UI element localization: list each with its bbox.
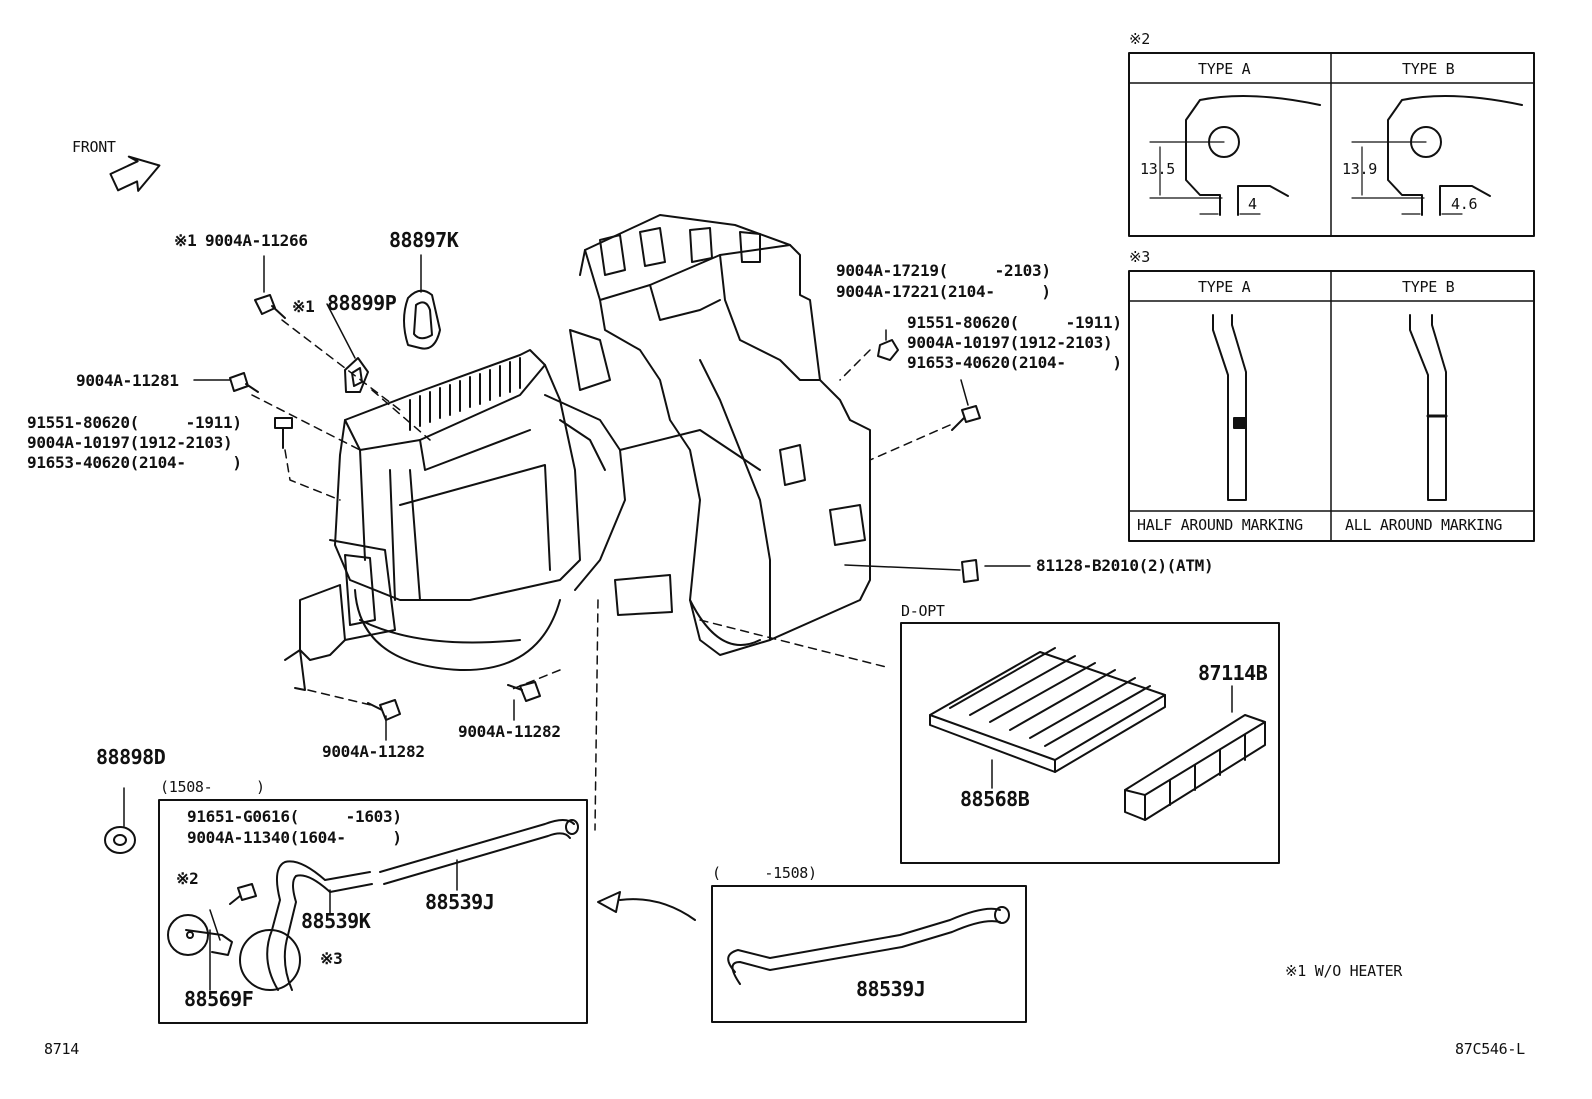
hose-88539j-old (727, 906, 1010, 985)
figure-id: 87C546-L (1455, 1040, 1525, 1058)
footnote: ※1 W/O HEATER (1285, 962, 1403, 980)
screw-icon (951, 405, 981, 431)
screw-icon (274, 417, 293, 449)
part-9004a-10197-r: 9004A-10197(1912-2103) (907, 333, 1113, 352)
all-around-marking-caption: ALL AROUND MARKING (1345, 516, 1503, 534)
grommet-88898d-icon (104, 826, 136, 854)
hose-88539j-new (379, 819, 579, 885)
callout-mark-2: ※2 (176, 869, 199, 888)
callout-mark: ※1 (292, 297, 315, 316)
hose-88539k (266, 860, 373, 991)
front-label: FRONT (72, 138, 116, 156)
part-88899p: 88899P (327, 291, 397, 315)
dopt-box (900, 622, 1280, 864)
part-9004a-17219: 9004A-17219( -2103) (836, 261, 1051, 280)
part-9004a-11340: 9004A-11340(1604- ) (187, 828, 402, 847)
part-91551-80620-r: 91551-80620( -1911) (907, 313, 1122, 332)
screw-icon (229, 883, 257, 905)
hose-type-b-detail (1409, 314, 1448, 501)
front-arrow-icon (109, 155, 161, 192)
hose-new-period: (1508- ) (160, 778, 265, 796)
part-87114b: 87114B (1198, 661, 1268, 685)
part-9004a-11282-left: 9004A-11282 (322, 742, 425, 761)
part-88897k: 88897K (389, 228, 459, 252)
part-88539j-old: 88539J (856, 977, 926, 1001)
clamp-88569f-icon (167, 914, 233, 956)
hose-box-new (158, 799, 588, 1024)
transfer-arrow-icon (597, 891, 696, 921)
part-9004a-11266: 9004A-11266 (205, 231, 308, 250)
part-9004a-17221: 9004A-17221(2104- ) (836, 282, 1051, 301)
part-9004a-11281: 9004A-11281 (76, 371, 179, 390)
type-box-3-type-b: TYPE B (1402, 278, 1455, 296)
part-91653-40620-r: 91653-40620(2104- ) (907, 353, 1122, 372)
seal-88899p-icon (344, 357, 369, 393)
type-b-dim-height: 13.9 (1342, 160, 1377, 178)
type-b-detail (1351, 95, 1523, 216)
part-88539j-new: 88539J (425, 890, 495, 914)
part-88539k: 88539K (301, 909, 371, 933)
nut-icon (877, 339, 899, 361)
part-88898d: 88898D (96, 745, 166, 769)
screw-icon (254, 294, 286, 319)
part-91653-40620: 91653-40620(2104- ) (27, 453, 242, 472)
screw-icon (367, 699, 401, 721)
type-box-3-mark: ※3 (1129, 248, 1150, 266)
dopt-title: D-OPT (901, 602, 945, 620)
filter-cover-87114b-icon (1124, 714, 1266, 821)
part-91551-80620: 91551-80620( -1911) (27, 413, 242, 432)
part-9004a-10197: 9004A-10197(1912-2103) (27, 433, 233, 452)
callout-mark-3: ※3 (320, 949, 343, 968)
marking-detail-circle (239, 929, 301, 991)
seal-88897k-icon (403, 289, 441, 350)
clip-icon (961, 559, 979, 583)
type-box-2-type-b: TYPE B (1402, 60, 1455, 78)
type-a-dim-height: 13.5 (1140, 160, 1175, 178)
half-around-marking-caption: HALF AROUND MARKING (1137, 516, 1303, 534)
part-91651-g0616: 91651-G0616( -1603) (187, 807, 402, 826)
part-81128-b2010: 81128-B2010(2)(ATM) (1036, 556, 1214, 575)
cabin-filter-88568b-icon (929, 647, 1166, 773)
type-box-2-mark: ※2 (1129, 30, 1150, 48)
type-box-2-type-a: TYPE A (1198, 60, 1251, 78)
hose-type-a-detail (1212, 314, 1247, 501)
type-a-dim-width: 4 (1248, 195, 1257, 213)
type-a-detail (1149, 95, 1321, 216)
page-reference: 8714 (44, 1040, 79, 1058)
type-b-dim-width: 4.6 (1451, 195, 1478, 213)
hose-old-period: ( -1508) (712, 864, 817, 882)
part-88569f: 88569F (184, 987, 254, 1011)
part-88568b: 88568B (960, 787, 1030, 811)
screw-icon (229, 372, 259, 393)
hvac-unit-drawing (284, 214, 871, 691)
screw-icon (507, 681, 541, 702)
callout-mark: ※1 (174, 231, 197, 250)
type-box-3-type-a: TYPE A (1198, 278, 1251, 296)
hose-box-old (711, 885, 1027, 1023)
part-9004a-11282-right: 9004A-11282 (458, 722, 561, 741)
